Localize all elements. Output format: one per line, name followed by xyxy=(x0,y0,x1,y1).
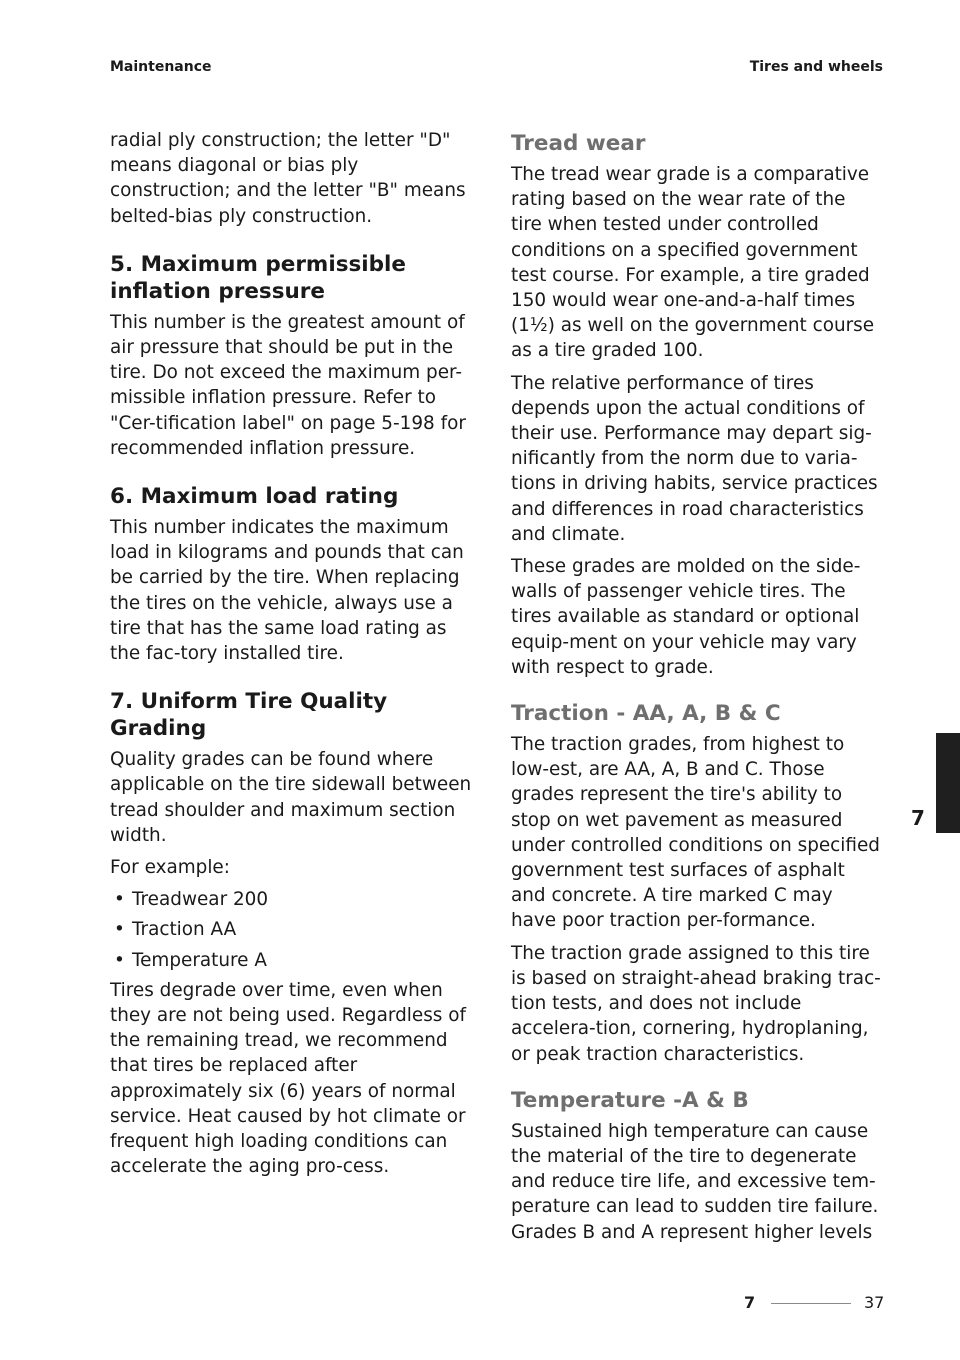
footer-page-number: 37 xyxy=(864,1293,885,1312)
temperature-paragraph-1: Sustained high temperature can cause the… xyxy=(511,1120,879,1243)
traction-paragraph-2: The traction grade assigned to this tire… xyxy=(511,942,881,1065)
left-column: radial ply construction; the letter "D" … xyxy=(110,128,480,1187)
example-label: For example: xyxy=(110,857,230,879)
list-item: • Traction AA xyxy=(110,917,480,942)
list-item-text: Treadwear 200 xyxy=(132,889,269,911)
list-item-text: Temperature A xyxy=(132,949,267,971)
section-6-paragraph: This number indicates the maximum load i… xyxy=(110,517,464,665)
header-chapter-title: Tires and wheels xyxy=(749,59,883,75)
header-section-title: Maintenance xyxy=(110,59,212,75)
section-7-heading: 7. Uniform Tire Quality Grading xyxy=(110,689,388,742)
bullet-icon: • xyxy=(114,949,125,971)
traction-paragraph-1: The traction grades, from highest to low… xyxy=(511,734,880,932)
intro-paragraph: radial ply construction; the letter "D" … xyxy=(110,130,466,227)
footer-chapter-number: 7 xyxy=(744,1293,756,1312)
tread-wear-paragraph-3: These grades are molded on the side-wall… xyxy=(511,556,861,678)
bullet-icon: • xyxy=(114,889,125,911)
chapter-tab-label: 7 xyxy=(911,806,925,830)
section-5-paragraph: This number is the greatest amount of ai… xyxy=(110,311,466,459)
list-item: • Temperature A xyxy=(110,948,480,973)
temperature-heading: Temperature -A & B xyxy=(511,1087,749,1113)
section-6-heading: 6. Maximum load rating xyxy=(110,484,399,510)
tread-wear-heading: Tread wear xyxy=(511,131,646,156)
traction-heading: Traction - AA, A, B & C xyxy=(511,701,781,727)
example-list: • Treadwear 200 • Traction AA • Temperature… xyxy=(110,887,480,973)
tire-aging-paragraph: Tires degrade over time, even when they … xyxy=(110,979,466,1178)
chapter-thumb-tab xyxy=(936,733,960,833)
right-column: Tread wear The tread wear grade is a com… xyxy=(511,128,881,1252)
tread-wear-paragraph-2: The relative performance of tires depend… xyxy=(511,372,878,545)
tread-wear-paragraph-1: The tread wear grade is a comparative ra… xyxy=(511,164,875,362)
list-item-text: Traction AA xyxy=(132,919,237,941)
footer-divider xyxy=(771,1303,851,1304)
list-item: • Treadwear 200 xyxy=(110,887,480,912)
section-7-paragraph: Quality grades can be found where applic… xyxy=(110,749,472,846)
bullet-icon: • xyxy=(114,919,125,941)
section-5-heading: 5. Maximum permissible inflation pressur… xyxy=(110,251,407,304)
